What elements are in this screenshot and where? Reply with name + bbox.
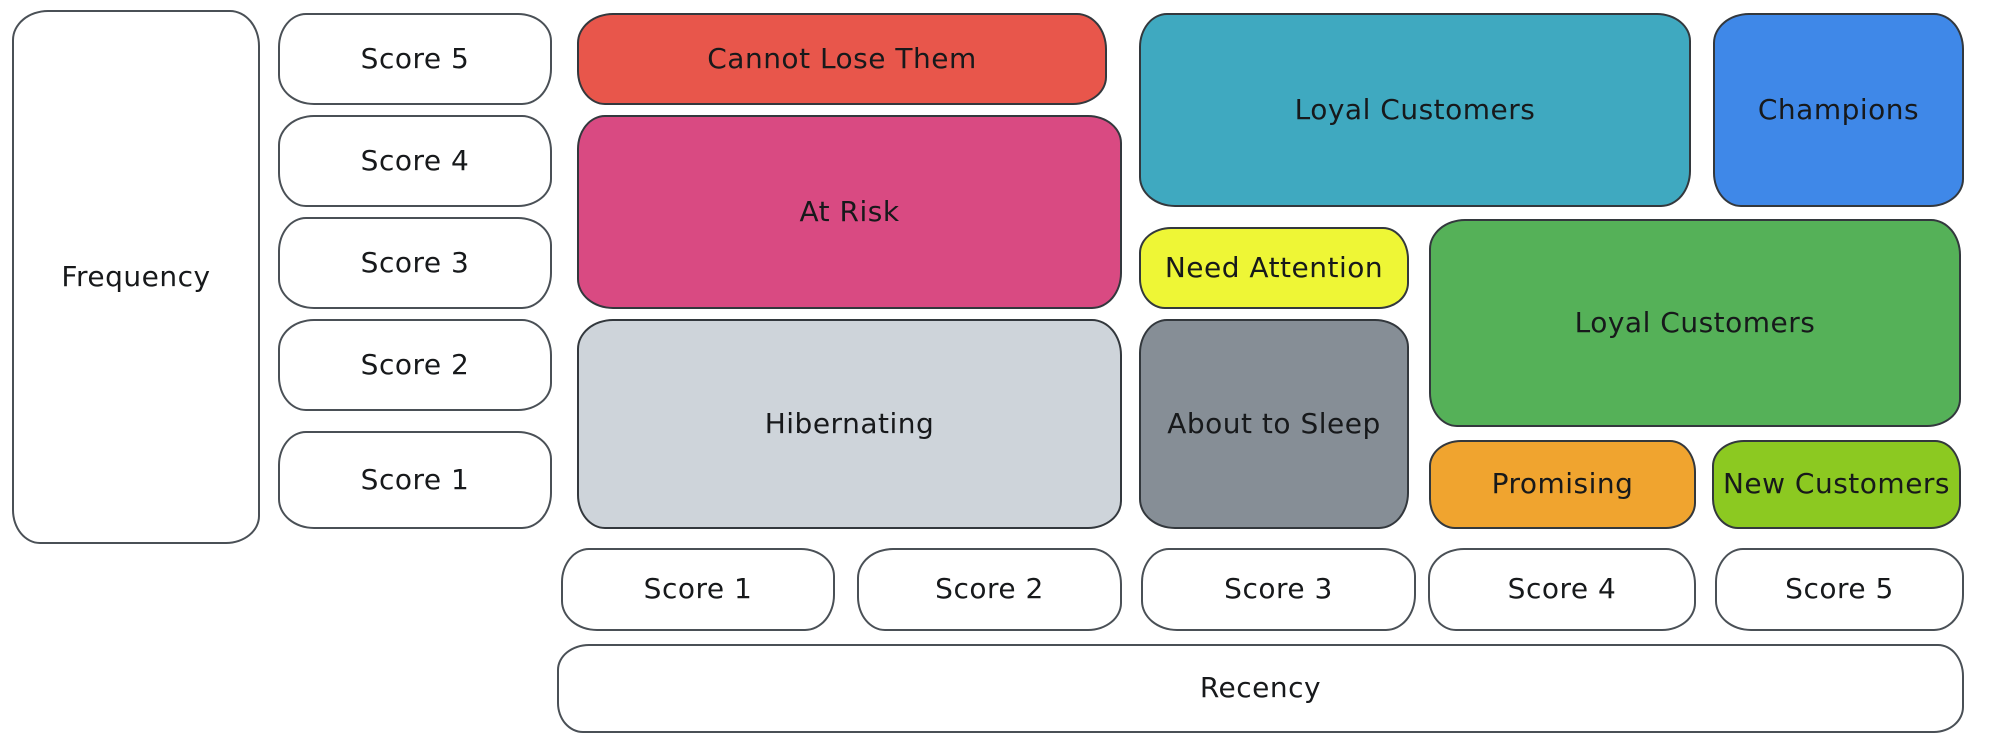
frequency-score-2: Score 2: [278, 319, 552, 411]
segment-at-risk: At Risk: [577, 115, 1122, 309]
recency-score-5-label: Score 5: [1785, 572, 1894, 606]
frequency-score-5-label: Score 5: [360, 41, 470, 75]
frequency-score-4-label: Score 4: [360, 143, 470, 177]
segment-promising-label: Promising: [1491, 467, 1634, 501]
recency-score-4: Score 4: [1428, 548, 1696, 631]
recency-score-2: Score 2: [857, 548, 1122, 631]
frequency-score-1: Score 1: [278, 431, 552, 529]
frequency-score-2-label: Score 2: [360, 347, 470, 381]
frequency-score-5: Score 5: [278, 13, 552, 105]
segment-need-attention-label: Need Attention: [1164, 250, 1384, 284]
segment-new-customers-label: New Customers: [1722, 467, 1951, 501]
recency-axis-label: Recency: [1199, 671, 1322, 705]
frequency-score-3-label: Score 3: [360, 245, 470, 279]
segment-champions: Champions: [1713, 13, 1964, 207]
segment-at-risk-label: At Risk: [799, 194, 900, 228]
recency-score-3-label: Score 3: [1224, 572, 1333, 606]
frequency-axis-box: Frequency: [12, 10, 260, 544]
segment-loyal-customers-teal-label: Loyal Customers: [1294, 92, 1536, 126]
segment-loyal-customers-green-label: Loyal Customers: [1574, 305, 1816, 339]
segment-hibernating-label: Hibernating: [764, 406, 935, 440]
segment-loyal-customers-teal: Loyal Customers: [1139, 13, 1691, 207]
frequency-score-4: Score 4: [278, 115, 552, 207]
frequency-score-1-label: Score 1: [360, 462, 470, 496]
recency-score-3: Score 3: [1141, 548, 1416, 631]
segment-promising: Promising: [1429, 440, 1696, 529]
segment-champions-label: Champions: [1757, 92, 1920, 126]
segment-about-to-sleep: About to Sleep: [1139, 319, 1409, 529]
segment-cannot-lose-them-label: Cannot Lose Them: [707, 41, 977, 75]
recency-score-2-label: Score 2: [935, 572, 1044, 606]
recency-score-1-label: Score 1: [643, 572, 753, 606]
frequency-axis-label: Frequency: [61, 259, 211, 293]
recency-score-1: Score 1: [561, 548, 835, 631]
segment-loyal-customers-green: Loyal Customers: [1429, 219, 1961, 427]
recency-score-5: Score 5: [1715, 548, 1964, 631]
recency-axis-box: Recency: [557, 644, 1964, 733]
recency-score-4-label: Score 4: [1507, 572, 1617, 606]
segment-cannot-lose-them: Cannot Lose Them: [577, 13, 1107, 105]
segment-hibernating: Hibernating: [577, 319, 1122, 529]
segment-need-attention: Need Attention: [1139, 227, 1409, 309]
segment-about-to-sleep-label: About to Sleep: [1167, 406, 1381, 440]
segment-new-customers: New Customers: [1712, 440, 1961, 529]
frequency-score-3: Score 3: [278, 217, 552, 309]
